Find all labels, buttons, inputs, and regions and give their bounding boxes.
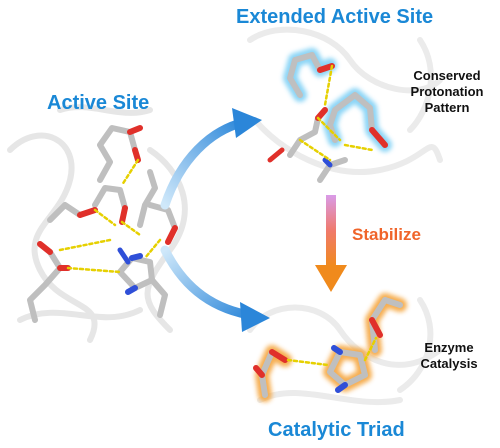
enzyme-catalysis-note: Enzyme Catalysis [414,340,484,372]
note-line: Enzyme [424,340,474,355]
stabilize-arrow [315,195,347,292]
protein-ribbon-background-bottom [247,297,443,406]
note-line: Pattern [424,100,470,115]
note-line: Conserved [413,68,481,83]
protein-ribbon-background-top [247,26,443,175]
arrow-to-extended-site [160,108,262,210]
catalytic-triad-residues [253,297,403,398]
extended-site-residues [267,52,388,183]
note-line: Catalysis [420,356,478,371]
conserved-protonation-pattern-note: Conserved Protonation Pattern [404,68,490,116]
extended-active-site-label: Extended Active Site [236,6,434,28]
note-line: Protonation [410,84,484,99]
stabilize-label: Stabilize [352,225,421,244]
protein-ribbon-background-left [7,104,188,343]
active-site-label: Active Site [47,92,150,114]
active-site-residues [27,125,178,323]
catalytic-triad-label: Catalytic Triad [268,419,405,441]
arrow-to-catalytic-triad [160,245,270,332]
